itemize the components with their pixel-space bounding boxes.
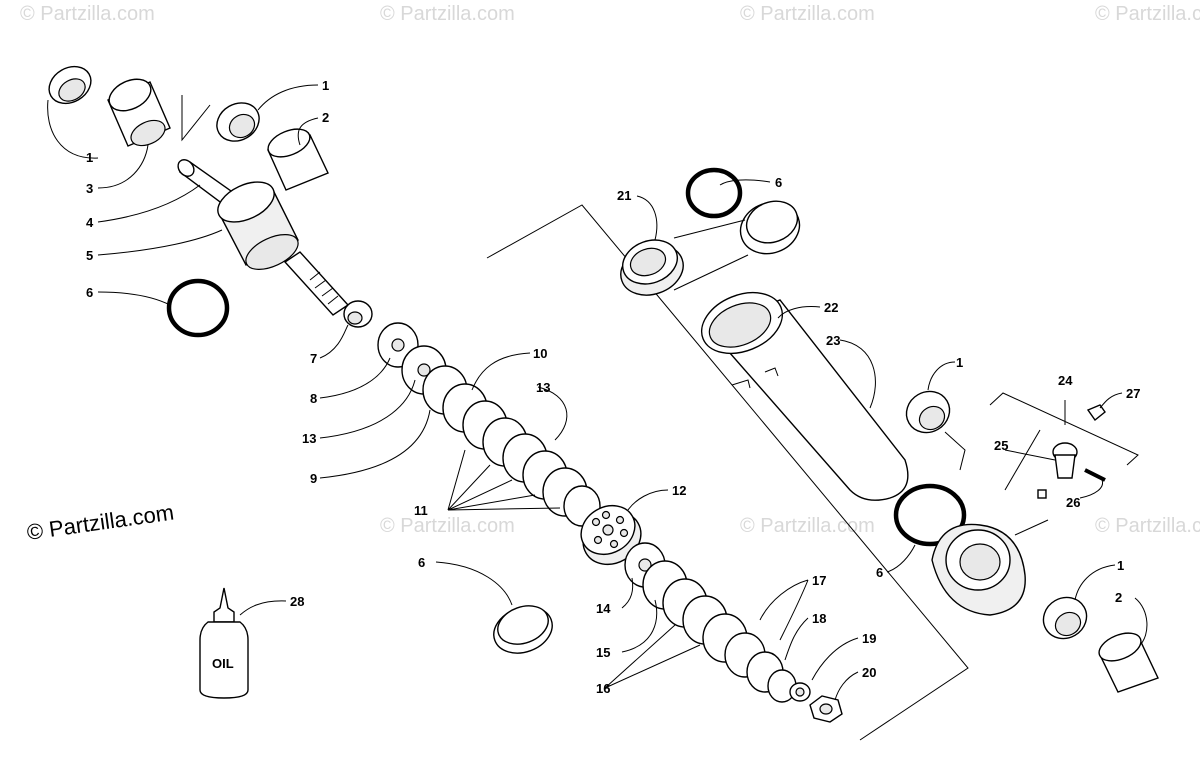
callout-10: 10 <box>533 346 547 361</box>
part-oring-6-upper <box>685 167 743 219</box>
shim-stack-lower <box>624 542 811 703</box>
callout-26: 26 <box>1066 495 1080 510</box>
callout-16: 16 <box>596 681 610 696</box>
part-bushing-upper-right <box>216 102 260 142</box>
watermark-6: © Partzilla.com <box>740 515 875 537</box>
callout-6b: 6 <box>418 555 425 570</box>
callout-6a: 6 <box>86 285 93 300</box>
body-bracket <box>486 204 969 741</box>
part-seal-head-21 <box>620 239 684 296</box>
watermark-1: © Partzilla.com <box>20 3 155 25</box>
callout-5: 5 <box>86 248 93 263</box>
watermarks: © Partzilla.com © Partzilla.com © Partzi… <box>20 3 1200 537</box>
callout-4: 4 <box>86 215 94 230</box>
callout-3: 3 <box>86 181 93 196</box>
watermark-7: © Partzilla.com <box>1095 515 1200 537</box>
callout-1b: 1 <box>86 150 93 165</box>
part-cap-25 <box>1037 442 1078 499</box>
callout-21: 21 <box>617 188 631 203</box>
part-screw-27 <box>1086 404 1106 422</box>
callout-15: 15 <box>596 645 610 660</box>
part-spacer-upper <box>267 128 329 191</box>
reservoir-cap-bracket <box>989 392 1139 466</box>
callout-22: 22 <box>824 300 838 315</box>
callout-2a: 2 <box>322 110 329 125</box>
part-body-tube <box>700 291 909 501</box>
callout-17: 17 <box>812 573 826 588</box>
part-oring-26 <box>1084 468 1106 482</box>
callout-24: 24 <box>1058 373 1073 388</box>
callout-1a: 1 <box>322 78 329 93</box>
callout-18: 18 <box>812 611 826 626</box>
part-bushing-upper-left <box>48 65 92 105</box>
callout-8: 8 <box>310 391 317 406</box>
upper-bushing-bracket <box>181 95 211 142</box>
part-bushing-right-lower <box>1042 596 1088 640</box>
callout-25: 25 <box>994 438 1008 453</box>
callout-14: 14 <box>596 601 611 616</box>
part-shaft-assembly <box>177 159 350 316</box>
part-oring-6-left <box>166 278 230 338</box>
watermark-2: © Partzilla.com <box>380 3 515 25</box>
part-bushing-right-upper <box>905 390 951 434</box>
watermark-5: © Partzilla.com <box>380 515 515 537</box>
callout-7: 7 <box>310 351 317 366</box>
partzilla-credit: © Partzilla.com <box>25 500 175 545</box>
callout-2b: 2 <box>1115 590 1122 605</box>
callout-19: 19 <box>862 631 876 646</box>
part-nut-20 <box>809 695 843 723</box>
part-nut-7 <box>343 300 373 328</box>
oil-label: OIL <box>212 656 234 671</box>
reservoir-cap-bracket-2 <box>1004 429 1041 491</box>
callout-20: 20 <box>862 665 876 680</box>
watermark-3: © Partzilla.com <box>740 3 875 25</box>
callout-23: 23 <box>826 333 840 348</box>
part-spacer-lower <box>1098 632 1159 693</box>
part-band-6-upper <box>739 200 801 255</box>
callout-9: 9 <box>310 471 317 486</box>
shim-stack-upper <box>377 322 601 527</box>
leader-lines <box>47 84 1148 701</box>
callout-13a: 13 <box>302 431 316 446</box>
part-sleeve-3 <box>107 78 171 147</box>
callout-numbers: 1 2 1 3 4 5 6 7 8 13 9 10 13 11 12 6 14 … <box>86 78 1140 696</box>
callout-28: 28 <box>290 594 304 609</box>
part-eyelet-housing <box>931 523 1026 616</box>
callout-27: 27 <box>1126 386 1140 401</box>
callout-6c: 6 <box>775 175 782 190</box>
part-oring-6-right <box>893 483 967 547</box>
callout-13b: 13 <box>536 380 550 395</box>
callout-11: 11 <box>414 503 428 518</box>
watermark-4: © Partzilla.com <box>1095 3 1200 25</box>
callout-6d: 6 <box>876 565 883 580</box>
part-piston-12 <box>580 504 642 566</box>
assembly-brackets <box>181 95 1139 741</box>
part-band-6-lower <box>493 605 553 654</box>
callout-1c: 1 <box>956 355 963 370</box>
callout-1d: 1 <box>1117 558 1124 573</box>
part-oil-bottle-28: OIL <box>199 587 249 699</box>
callout-12: 12 <box>672 483 686 498</box>
